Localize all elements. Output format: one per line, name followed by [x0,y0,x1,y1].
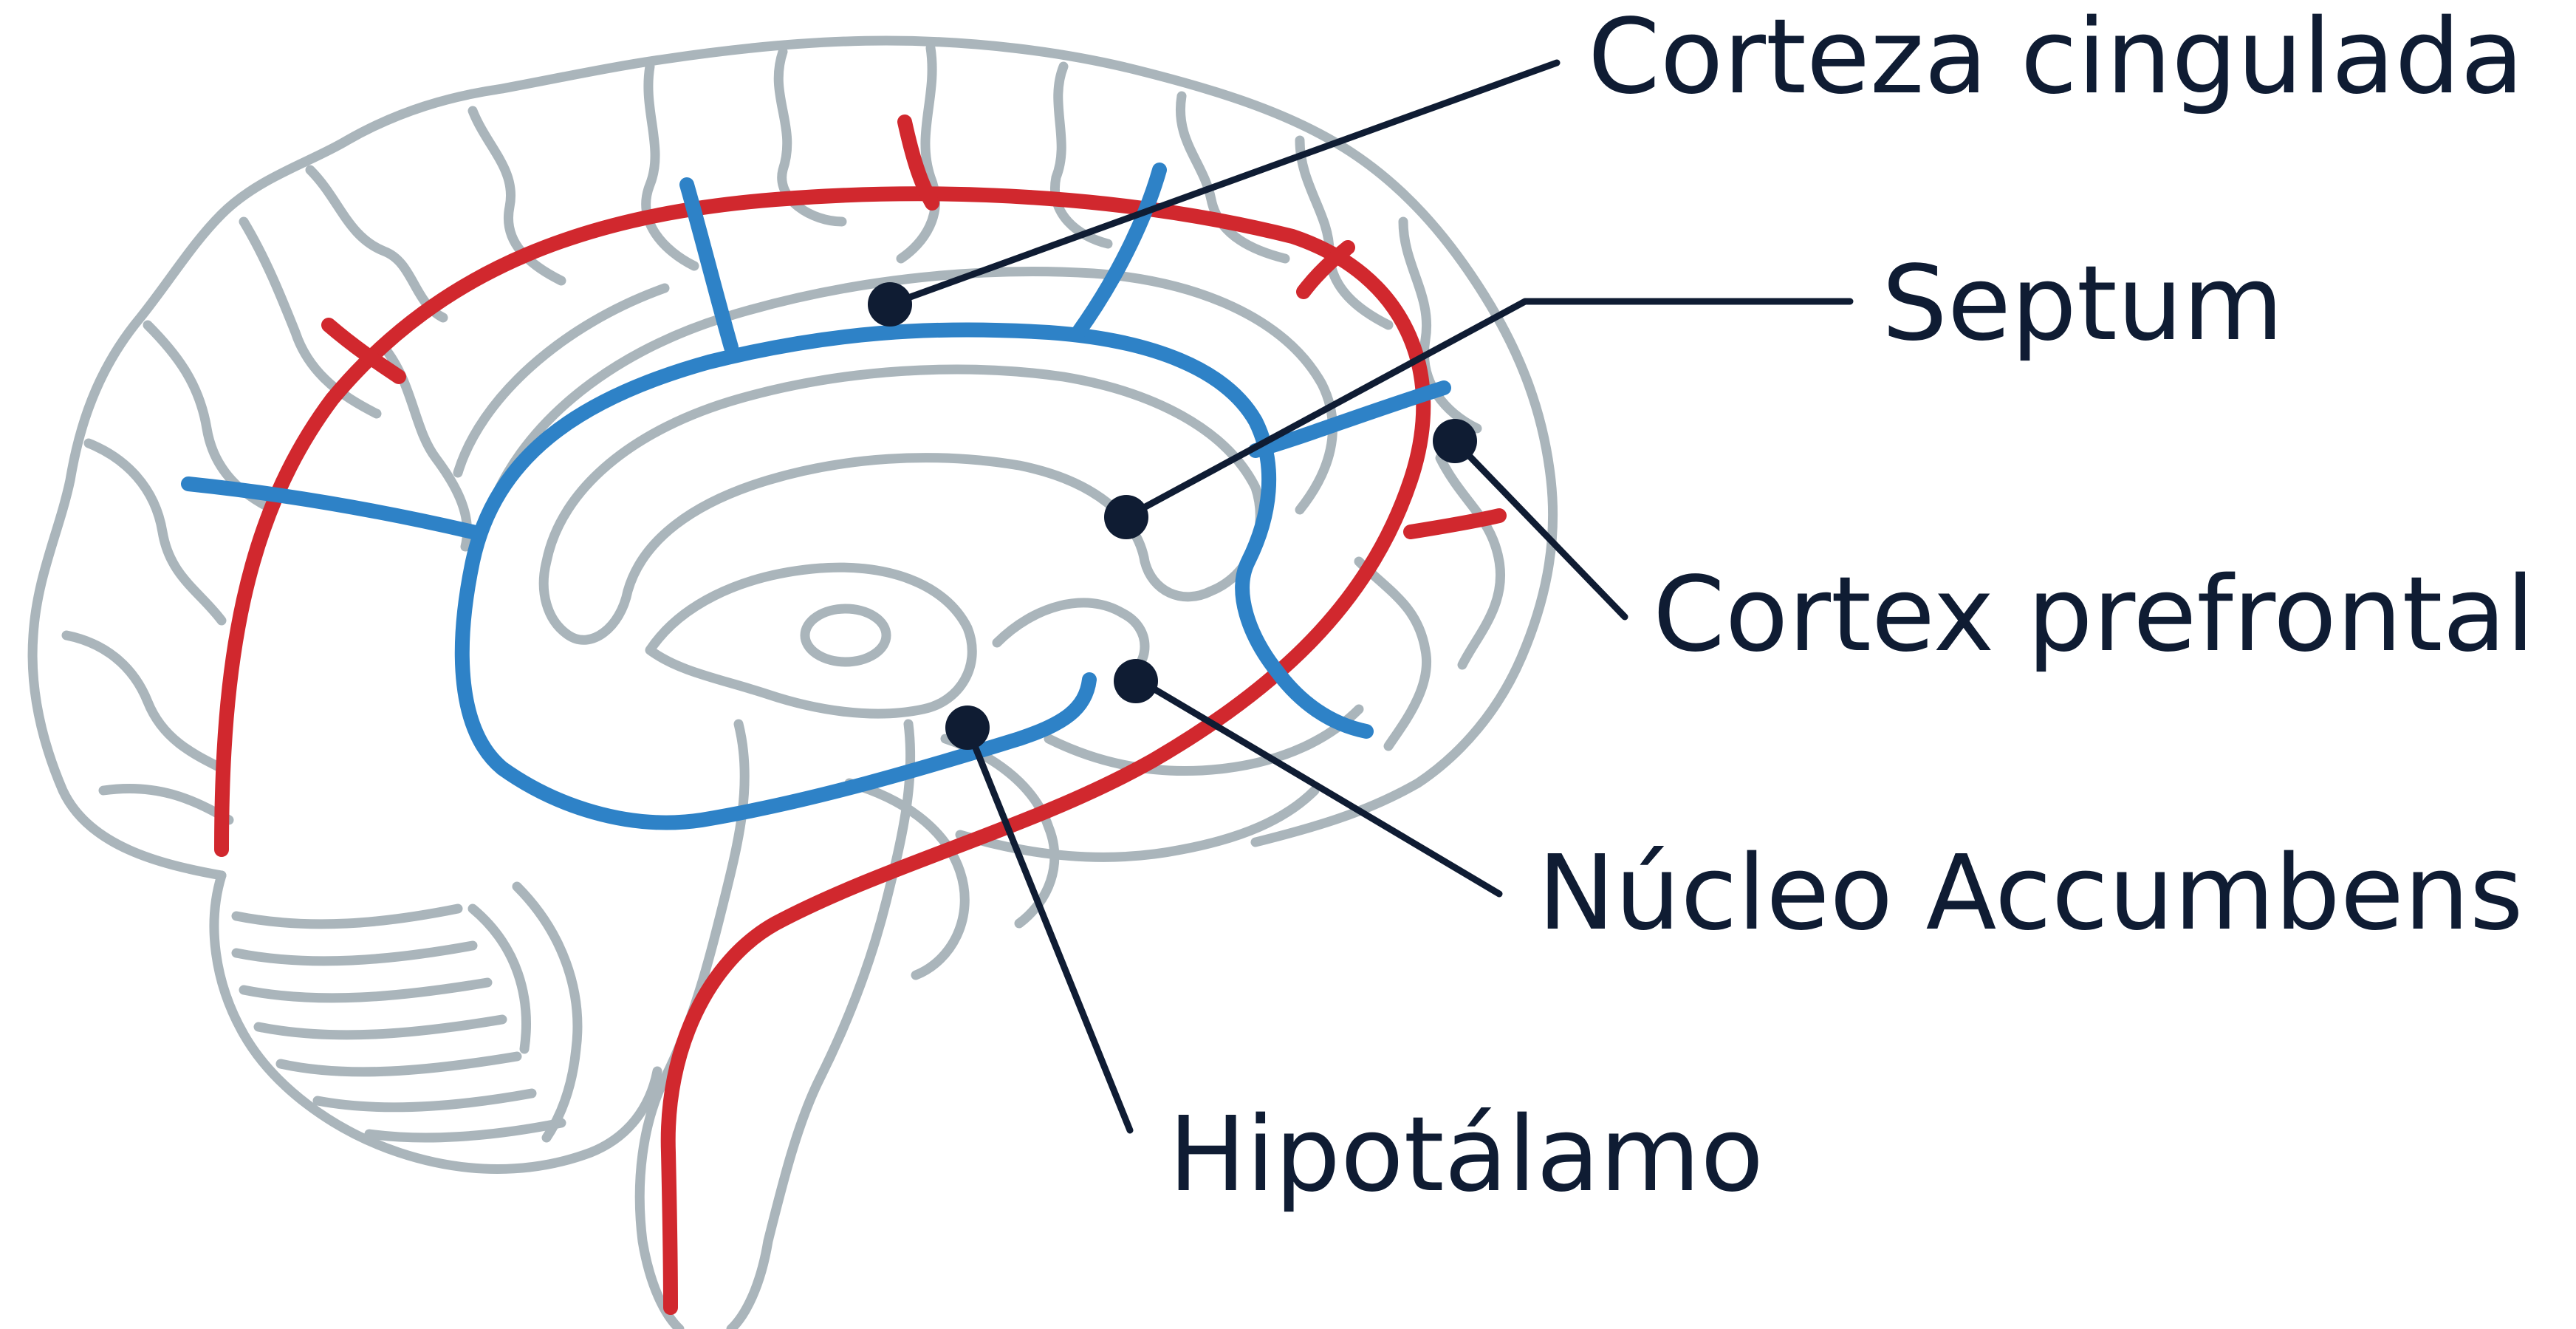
cerebellum-folia [318,1093,532,1107]
label-cingulate-cortex: Corteza cingulada [1588,6,2524,109]
sulcus-line [244,222,377,414]
sulcus-line [1440,458,1501,665]
thalamus-nucleus [805,609,886,662]
pointer-dot-hypothalamus [945,706,990,750]
pointer-dot-accumbens [1114,659,1158,703]
cerebellum-folia [236,946,473,961]
sulcus-line [103,788,229,820]
blue-pathway-branch [1078,170,1159,332]
sulcus-line [1055,66,1108,244]
cerebellum-folia [258,1019,502,1035]
label-nucleus-accumbens: Núcleo Accumbens [1538,842,2524,946]
blue-pathway-branch [188,484,473,532]
label-hypothalamus: Hipotálamo [1168,1104,1764,1207]
sulcus-line [89,443,222,621]
sulcus-line [1359,561,1427,746]
leader-line-septum [1126,301,1850,517]
sulcus-line [66,635,222,768]
label-septum: Septum [1882,253,2284,356]
cerebellum-folia [369,1123,561,1138]
cerebellum-folia [236,909,458,924]
label-prefrontal-cortex: Cortex prefrontal [1653,564,2535,667]
pointer-dot-septum [1104,495,1148,539]
pointer-dot-prefrontal [1433,419,1477,463]
sulcus-line [646,66,694,266]
cerebellum-folia [244,983,487,998]
thalamus-outline [650,567,972,714]
cerebellum-folia [281,1056,517,1072]
pointer-dot-cingulate [868,282,912,327]
sulcus-line [310,170,443,318]
